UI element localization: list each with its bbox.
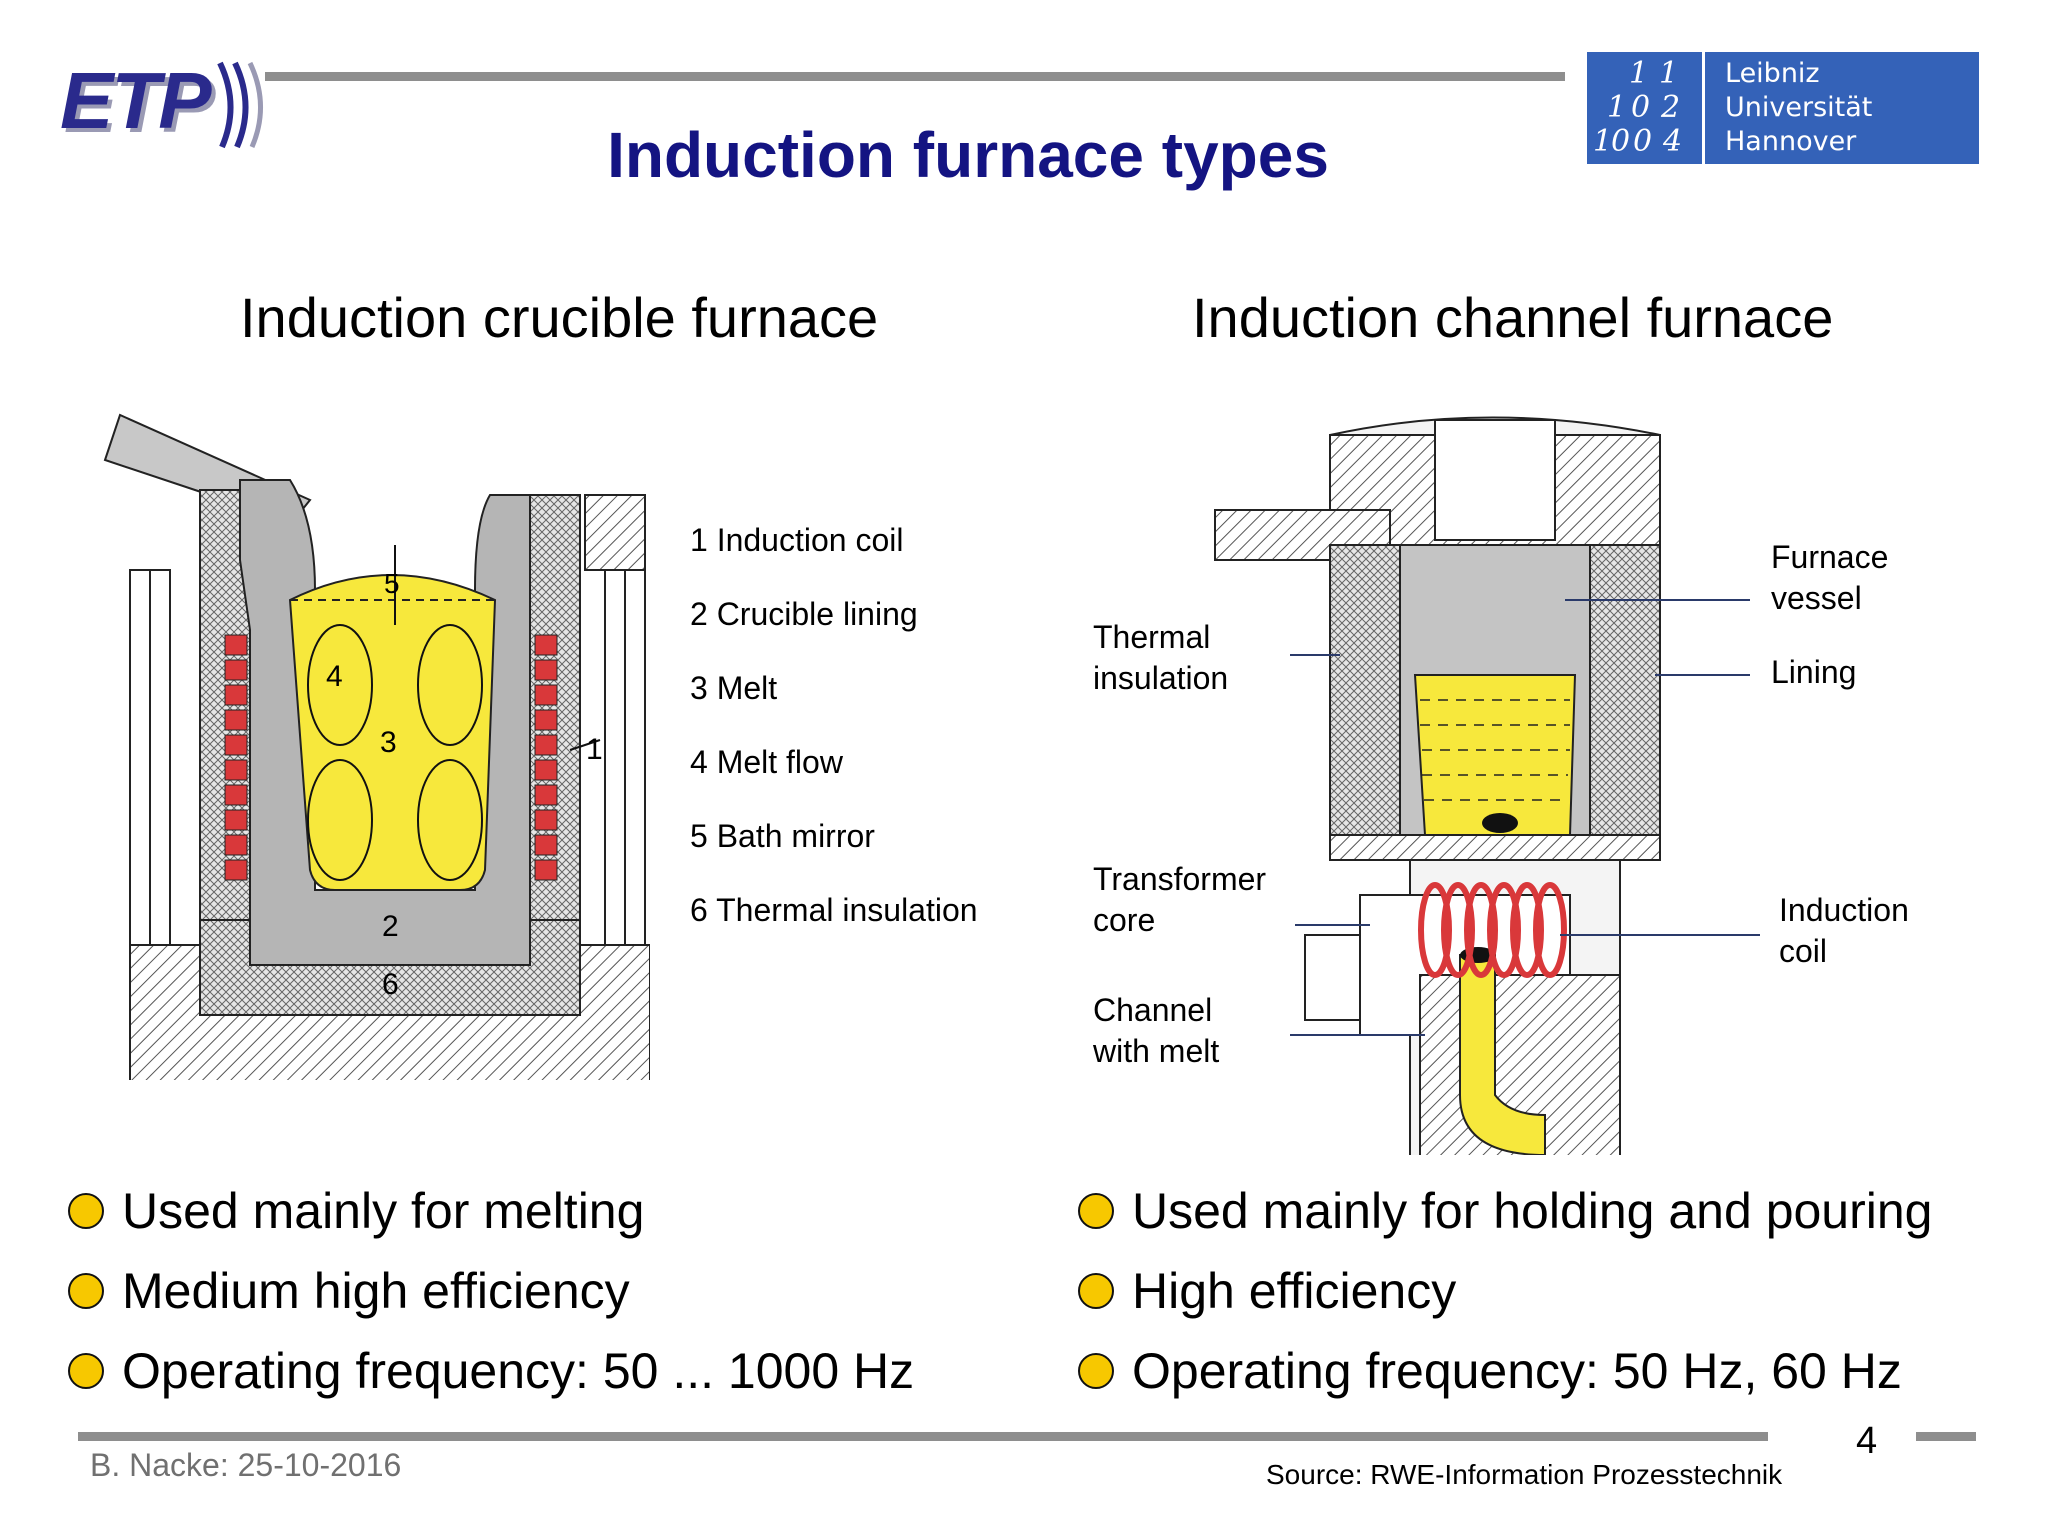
crucible-label-3: 3: [380, 726, 397, 759]
university-logo: 1 1 1 0 2 1 0 0 4 Leibniz Universität Ha…: [1587, 52, 1979, 164]
callout-thermal-insulation: Thermal insulation: [1093, 619, 1229, 696]
callout-induction-coil: Induction coil: [1779, 892, 1909, 969]
bullet-dot-icon: [68, 1353, 104, 1389]
legend-item-induction-coil: 1 Induction coil: [690, 522, 904, 558]
channel-bullet-frequency: Operating frequency: 50 Hz, 60 Hz: [1078, 1342, 1902, 1400]
bullet-dot-icon: [68, 1193, 104, 1229]
university-logo-mark: 1 1 1 0 2 1 0 0 4: [1587, 52, 1705, 164]
legend-item-melt: 3 Melt: [690, 670, 778, 706]
slide-title: Induction furnace types: [607, 119, 1329, 191]
crucible-bullet-efficiency: Medium high efficiency: [68, 1262, 630, 1320]
crucible-label-5: 5: [384, 568, 400, 599]
header-rule: [265, 72, 1565, 81]
crucible-label-4: 4: [326, 660, 343, 693]
footer-rule: [78, 1432, 1768, 1441]
legend-item-melt-flow: 4 Melt flow: [690, 744, 843, 780]
crucible-bullet-frequency: Operating frequency: 50 ... 1000 Hz: [68, 1342, 914, 1400]
footer-author-date: B. Nacke: 25-10-2016: [90, 1447, 402, 1483]
callout-furnace-vessel: Furnace vessel: [1771, 539, 1889, 616]
bullet-dot-icon: [68, 1273, 104, 1309]
bullet-dot-icon: [1078, 1193, 1114, 1229]
crucible-label-6: 6: [382, 968, 399, 1001]
footer-rule-right: [1916, 1432, 1976, 1441]
legend-item-thermal-insulation: 6 Thermal insulation: [690, 892, 978, 928]
page-number: 4: [1856, 1420, 1878, 1462]
university-logo-name: Leibniz Universität Hannover: [1725, 58, 1873, 157]
crucible-furnace-title: Induction crucible furnace: [240, 286, 879, 349]
crucible-label-2: 2: [382, 910, 399, 943]
channel-bullet-usage: Used mainly for holding and pouring: [1078, 1182, 1933, 1240]
legend-item-bath-mirror: 5 Bath mirror: [690, 818, 875, 854]
crucible-label-1: 1: [586, 733, 603, 766]
legend-item-crucible-lining: 2 Crucible lining: [690, 596, 918, 632]
etp-logo-arcs: [217, 61, 263, 149]
channel-furnace-diagram: [1214, 416, 1760, 1155]
bullet-dot-icon: [1078, 1273, 1114, 1309]
footer-source: Source: RWE-Information Prozesstechnik: [1266, 1459, 1783, 1490]
callout-lining: Lining: [1771, 654, 1857, 690]
callout-transformer-core: Transformer core: [1093, 861, 1267, 938]
channel-furnace-title: Induction channel furnace: [1192, 286, 1834, 349]
etp-logo-text: ETP: [60, 56, 212, 145]
etp-logo: ETP: [60, 55, 290, 155]
crucible-bullet-usage: Used mainly for melting: [68, 1182, 644, 1240]
channel-bullet-efficiency: High efficiency: [1078, 1262, 1456, 1320]
callout-channel-with-melt: Channel with melt: [1093, 992, 1220, 1069]
bullet-dot-icon: [1078, 1353, 1114, 1389]
crucible-furnace-diagram: [103, 413, 650, 1080]
